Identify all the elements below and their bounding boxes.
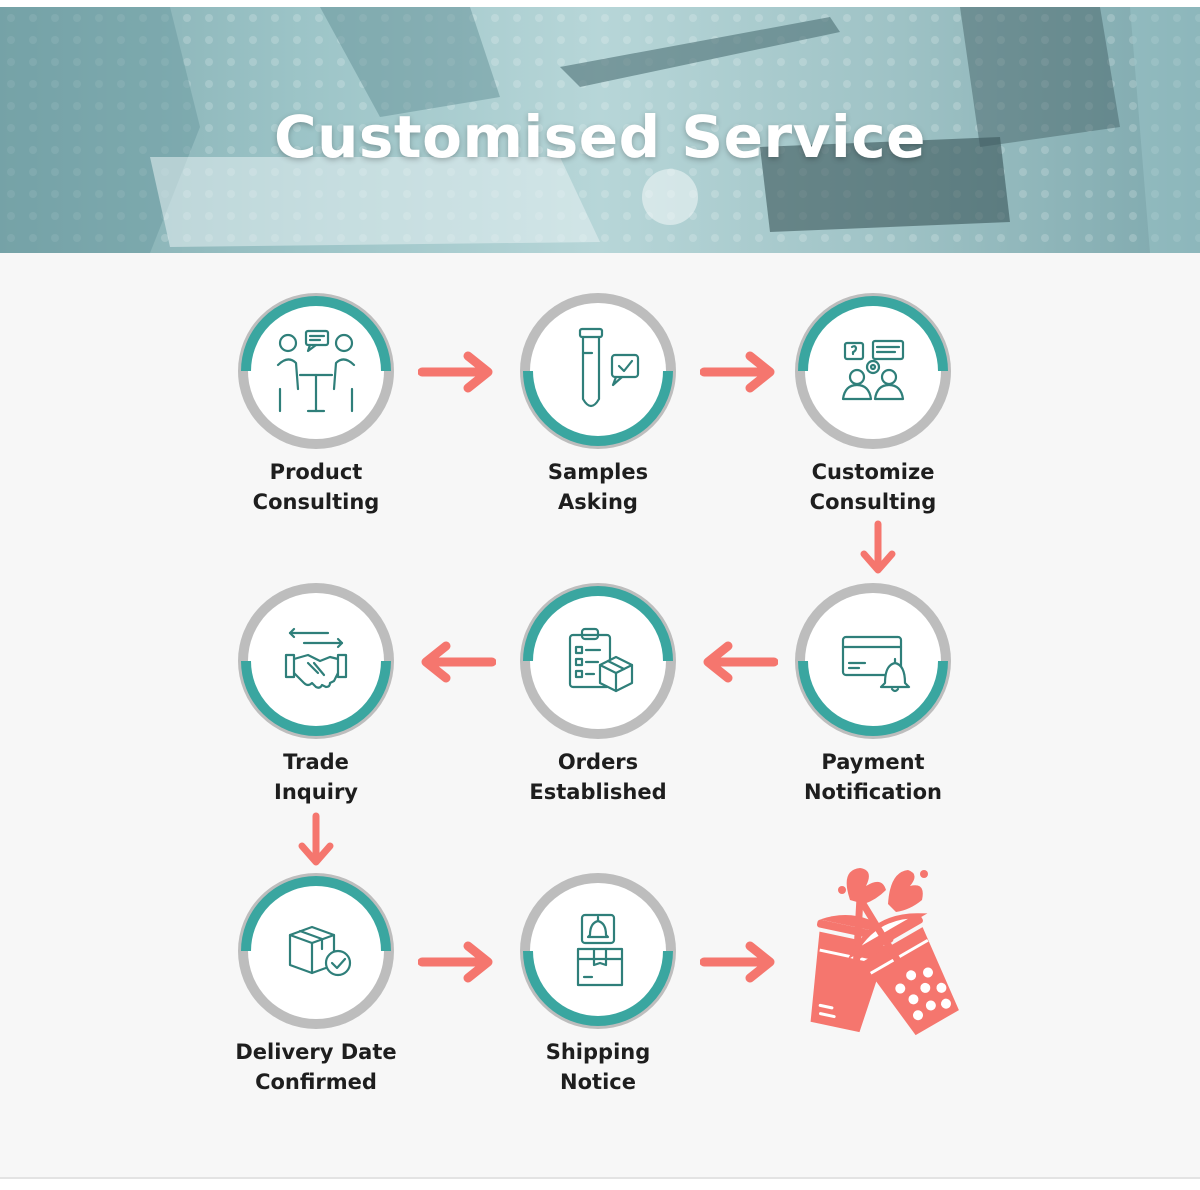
banner-background — [0, 7, 1200, 253]
step-ring — [238, 583, 394, 739]
bubble-tea-cups-icon — [810, 868, 959, 1036]
clipboard-box-icon — [523, 586, 673, 693]
handshake-icon — [241, 627, 391, 736]
consulting-meeting-icon — [241, 296, 391, 413]
arrow-down-icon — [298, 812, 334, 866]
divider — [0, 1177, 1200, 1179]
arrow-left-icon — [421, 641, 496, 683]
arrow-right-icon — [418, 941, 493, 983]
arrow-right-icon — [418, 351, 493, 393]
step-ring — [238, 873, 394, 1029]
test-tube-icon — [523, 327, 673, 446]
team-discussion-icon — [798, 296, 948, 401]
step-ring — [238, 293, 394, 449]
package-bell-icon — [523, 913, 673, 1026]
box-check-icon — [241, 876, 391, 977]
step-ring — [520, 293, 676, 449]
page-title: Customised Service — [274, 103, 926, 171]
step-ring — [520, 583, 676, 739]
step-ring — [520, 873, 676, 1029]
credit-card-bell-icon — [798, 635, 948, 736]
arrow-left-icon — [703, 641, 778, 683]
step-ring — [795, 293, 951, 449]
arrow-right-icon — [700, 941, 775, 983]
step-ring — [795, 583, 951, 739]
banner: Customised Service — [0, 7, 1200, 253]
arrow-down-icon — [860, 520, 896, 574]
arrow-right-icon — [700, 351, 775, 393]
